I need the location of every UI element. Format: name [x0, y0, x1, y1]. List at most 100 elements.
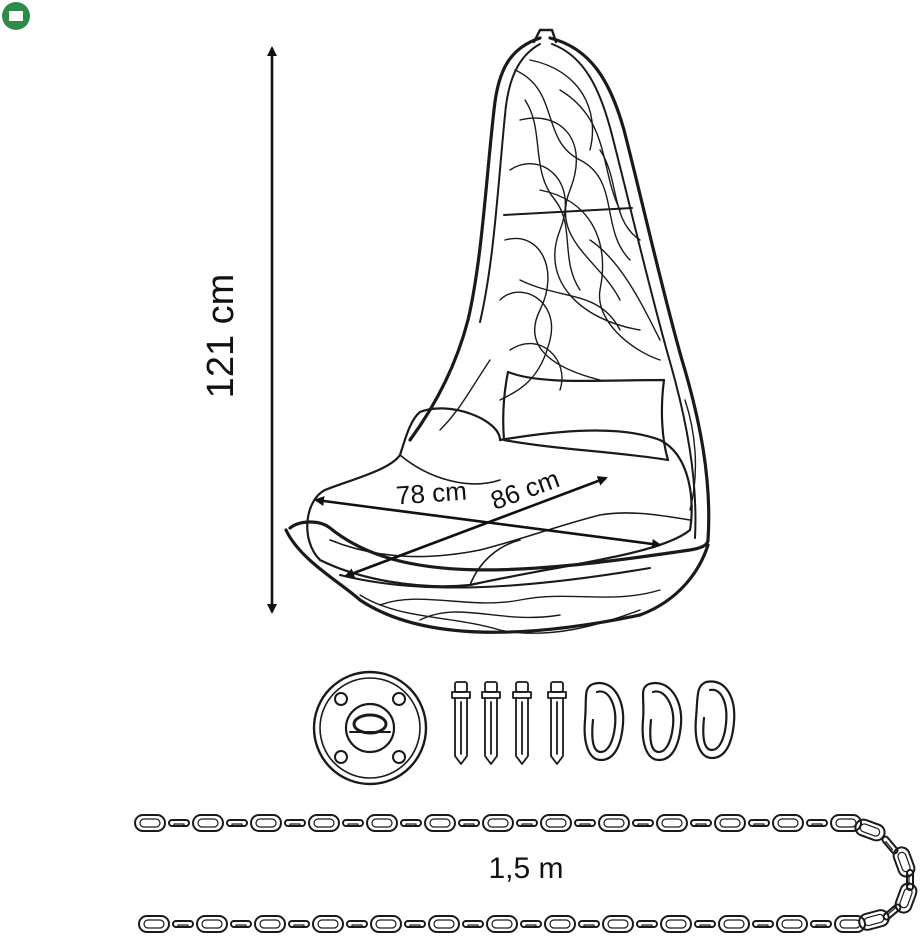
chain-link-inner — [899, 887, 913, 909]
anchor-bolt-icon — [451, 681, 471, 765]
chain-link-inner — [545, 818, 567, 828]
chain-link-inner — [287, 821, 303, 829]
chain-link-inner — [403, 821, 419, 829]
chain-link — [544, 915, 576, 933]
chain-link-inner — [859, 823, 881, 837]
chain-link-inner — [755, 922, 771, 930]
chain-link — [718, 915, 750, 933]
chain-link-inner — [291, 922, 307, 930]
chain-link-inner — [723, 919, 745, 929]
chain-link — [540, 814, 572, 832]
chain-link — [288, 920, 310, 928]
chain-link — [138, 915, 170, 933]
chain-link-inner — [371, 818, 393, 828]
chain-link — [342, 819, 364, 827]
chain-link — [168, 819, 190, 827]
chain-link-inner — [581, 922, 597, 930]
chain-link — [482, 814, 514, 832]
chain-link-inner — [863, 913, 885, 927]
chain-link-inner — [835, 818, 857, 828]
chain-link — [226, 819, 248, 827]
chain-link — [516, 819, 538, 827]
chain-link — [424, 814, 456, 832]
chain-link-inner — [349, 922, 365, 930]
depth-arrow — [344, 476, 608, 578]
chain-link — [312, 915, 344, 933]
chain-link-inner — [491, 919, 513, 929]
chain-link-inner — [577, 821, 593, 829]
chain-link-inner — [197, 818, 219, 828]
chain-link — [602, 915, 634, 933]
chain-link — [714, 814, 746, 832]
chain-link — [690, 819, 712, 827]
chain-link — [230, 920, 252, 928]
chair-cage — [284, 28, 711, 634]
chain-icon — [134, 814, 918, 933]
chain-link-inner — [665, 919, 687, 929]
chain-link-inner — [313, 818, 335, 828]
chain-link-inner — [751, 821, 767, 829]
chain-link-inner — [881, 838, 896, 854]
height-label: 121 cm — [200, 274, 242, 399]
chain-link — [404, 920, 426, 928]
chain-link-inner — [813, 922, 829, 930]
chain-link — [250, 814, 282, 832]
chain-link — [748, 819, 770, 827]
carabiners — [583, 680, 736, 762]
chain-link — [134, 814, 166, 832]
chain-link-inner — [433, 919, 455, 929]
chain-length-label: 1,5 m — [488, 852, 563, 885]
chain-link-inner — [487, 818, 509, 828]
chain-link — [660, 915, 692, 933]
carabiner-icon — [583, 681, 625, 762]
chain-link — [254, 915, 286, 933]
chain-link — [694, 920, 716, 928]
chain-link — [520, 920, 542, 928]
chain-link — [598, 814, 630, 832]
chain-link-inner — [549, 919, 571, 929]
anchor-bolt-icon — [547, 681, 567, 765]
chain-link — [284, 819, 306, 827]
chain-link-inner — [839, 919, 861, 929]
chain-link-inner — [904, 872, 912, 888]
chain-link-inner — [255, 818, 277, 828]
chain-link-inner — [171, 821, 187, 829]
chain-link — [196, 915, 228, 933]
brand-badge-icon — [2, 2, 30, 30]
chain-link-inner — [519, 821, 535, 829]
chain-link-inner — [143, 919, 165, 929]
chain-link-inner — [697, 922, 713, 930]
chain-link — [772, 814, 804, 832]
chain-link — [486, 915, 518, 933]
chain-link-inner — [429, 818, 451, 828]
chain-link-inner — [719, 818, 741, 828]
chain-link — [636, 920, 658, 928]
chain-link-inner — [661, 818, 683, 828]
chain-link-inner — [809, 821, 825, 829]
chain-link — [308, 814, 340, 832]
chain-link-inner — [781, 919, 803, 929]
ceiling-mount-icon — [312, 670, 428, 786]
chain-link — [632, 819, 654, 827]
carabiner-icon — [641, 681, 683, 762]
chain-link — [428, 915, 460, 933]
chain-link — [656, 814, 688, 832]
anchor-bolts — [451, 681, 567, 765]
chain-link-inner — [345, 821, 361, 829]
chain-link — [830, 814, 862, 832]
chain-link — [810, 920, 832, 928]
wicker-weave — [359, 59, 697, 634]
chain-link — [894, 882, 918, 914]
chain-link-inner — [229, 821, 245, 829]
chain-link-inner — [639, 922, 655, 930]
chain-link — [854, 818, 886, 842]
chain-link-inner — [139, 818, 161, 828]
carabiner-icon — [694, 680, 736, 760]
anchor-bolt-icon — [481, 681, 501, 765]
chain-link — [400, 819, 422, 827]
chain-link — [881, 835, 899, 855]
chain-link-inner — [693, 821, 709, 829]
chain-link — [172, 920, 194, 928]
chain-link-inner — [465, 922, 481, 930]
